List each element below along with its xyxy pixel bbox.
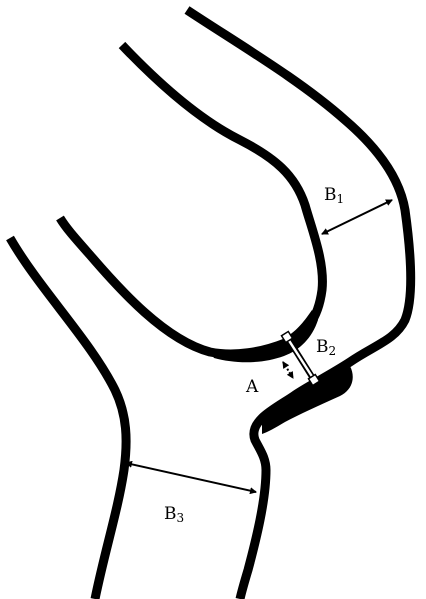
label-b1: B1 [324, 185, 344, 206]
b3-dimension-arrow [126, 463, 256, 492]
label-a: A [245, 377, 259, 397]
upper-bone-outline [60, 45, 322, 354]
lower-cartilage-blob [262, 366, 353, 434]
label-b2: B2 [316, 337, 336, 358]
b1-dimension-arrow [322, 200, 392, 234]
a-dimension-arrow [283, 362, 293, 378]
outer-capsule-outline [187, 10, 411, 599]
label-b3: B3 [164, 504, 184, 525]
upper-cartilage-blob [210, 310, 318, 362]
lower-bone-outline [10, 238, 126, 599]
